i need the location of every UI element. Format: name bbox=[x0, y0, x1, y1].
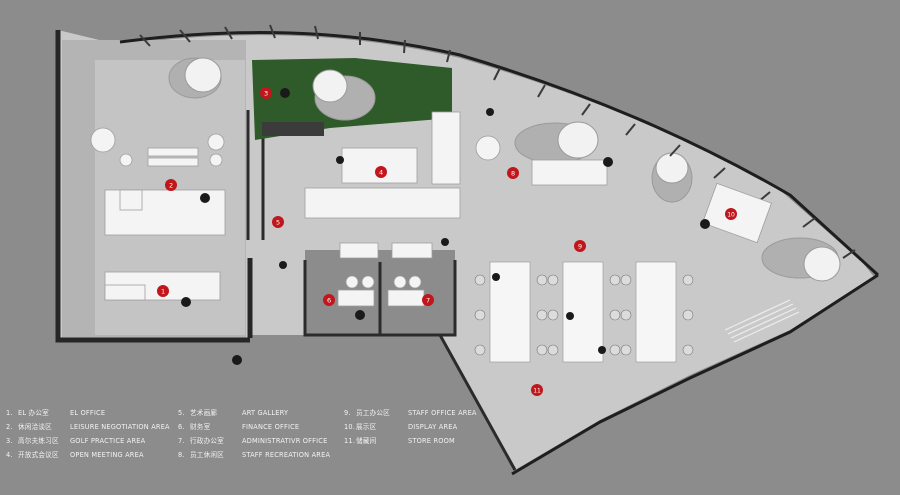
south-wall bbox=[511, 273, 879, 476]
area-marker-8: 8 bbox=[507, 167, 519, 179]
svg-text:8: 8 bbox=[511, 169, 515, 177]
svg-text:10: 10 bbox=[727, 211, 735, 218]
furniture bbox=[90, 111, 772, 307]
area-marker-1: 1 bbox=[157, 285, 169, 297]
outer-wall bbox=[55, 30, 253, 343]
area-marker-6: 6 bbox=[323, 294, 335, 306]
svg-text:11: 11 bbox=[533, 387, 541, 394]
golf-bench bbox=[262, 122, 324, 136]
svg-text:2: 2 bbox=[169, 181, 173, 189]
desk-chairs bbox=[474, 274, 694, 356]
svg-text:9: 9 bbox=[578, 242, 582, 250]
svg-text:1: 1 bbox=[161, 287, 165, 295]
columns bbox=[168, 57, 841, 282]
area-marker-11: 11 bbox=[531, 384, 543, 396]
area-marker-7: 7 bbox=[422, 294, 434, 306]
curtain-wall bbox=[119, 31, 880, 277]
area-marker-4: 4 bbox=[375, 166, 387, 178]
stair bbox=[724, 299, 800, 343]
area-marker-9: 9 bbox=[574, 240, 586, 252]
area-marker-3: 3 bbox=[260, 87, 272, 99]
svg-text:5: 5 bbox=[276, 218, 280, 226]
svg-text:4: 4 bbox=[379, 168, 383, 176]
interior-walls bbox=[246, 110, 517, 471]
svg-text:7: 7 bbox=[426, 296, 430, 304]
svg-text:3: 3 bbox=[264, 89, 268, 97]
people-figures bbox=[181, 88, 710, 365]
area-marker-5: 5 bbox=[272, 216, 284, 228]
area-marker-2: 2 bbox=[165, 179, 177, 191]
area-marker-10: 10 bbox=[725, 208, 737, 220]
svg-text:6: 6 bbox=[327, 296, 331, 304]
